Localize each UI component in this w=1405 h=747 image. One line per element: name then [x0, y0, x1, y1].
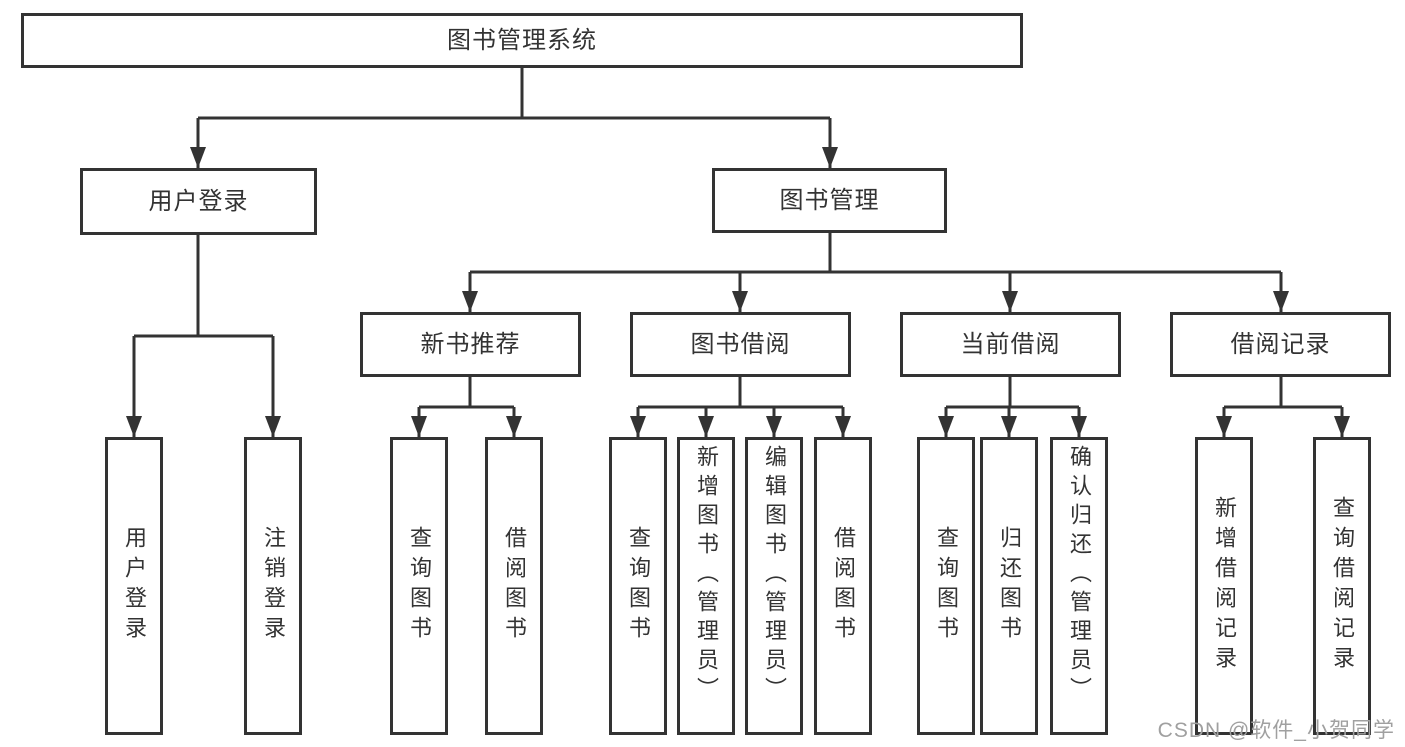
node-new-book-recommend: 新书推荐 [360, 312, 581, 377]
node-library-system: 图书管理系统 [21, 13, 1023, 68]
leaf-confirm-return-admin: 确认归还（管理员） [1050, 437, 1108, 735]
leaf-confirm-return-admin-label: 确认归还（管理员） [1067, 445, 1092, 706]
leaf-edit-book-admin: 编辑图书（管理员） [745, 437, 803, 735]
leaf-add-borrow-record: 新增借阅记录 [1195, 437, 1253, 735]
node-book-borrow: 图书借阅 [630, 312, 851, 377]
node-user-login: 用户登录 [80, 168, 317, 235]
leaf-query-book-recommend-label: 查询图书 [407, 526, 432, 646]
node-current-borrow: 当前借阅 [900, 312, 1121, 377]
leaf-query-book-recommend: 查询图书 [390, 437, 448, 735]
leaf-return-book: 归还图书 [980, 437, 1038, 735]
leaf-query-book-current-label: 查询图书 [934, 526, 959, 646]
leaf-query-borrow-record: 查询借阅记录 [1313, 437, 1371, 735]
leaf-add-book-admin-label: 新增图书（管理员） [694, 445, 719, 706]
leaf-add-borrow-record-label: 新增借阅记录 [1212, 496, 1237, 676]
leaf-logout-label: 注销登录 [261, 526, 286, 646]
leaf-query-borrow-record-label: 查询借阅记录 [1330, 496, 1355, 676]
leaf-query-book-borrow: 查询图书 [609, 437, 667, 735]
leaf-edit-book-admin-label: 编辑图书（管理员） [762, 445, 787, 706]
leaf-add-book-admin: 新增图书（管理员） [677, 437, 735, 735]
leaf-return-book-label: 归还图书 [997, 526, 1022, 646]
leaf-borrow-book-recommend-label: 借阅图书 [502, 526, 527, 646]
csdn-watermark: CSDN @软件_小贺同学 [1157, 719, 1395, 742]
leaf-query-book-borrow-label: 查询图书 [626, 526, 651, 646]
leaf-query-book-current: 查询图书 [917, 437, 975, 735]
leaf-logout: 注销登录 [244, 437, 302, 735]
leaf-borrow-book-label: 借阅图书 [831, 526, 856, 646]
leaf-user-login: 用户登录 [105, 437, 163, 735]
leaf-borrow-book: 借阅图书 [814, 437, 872, 735]
node-borrow-record: 借阅记录 [1170, 312, 1391, 377]
leaf-borrow-book-recommend: 借阅图书 [485, 437, 543, 735]
leaf-user-login-label: 用户登录 [122, 526, 147, 646]
node-book-management: 图书管理 [712, 168, 947, 233]
